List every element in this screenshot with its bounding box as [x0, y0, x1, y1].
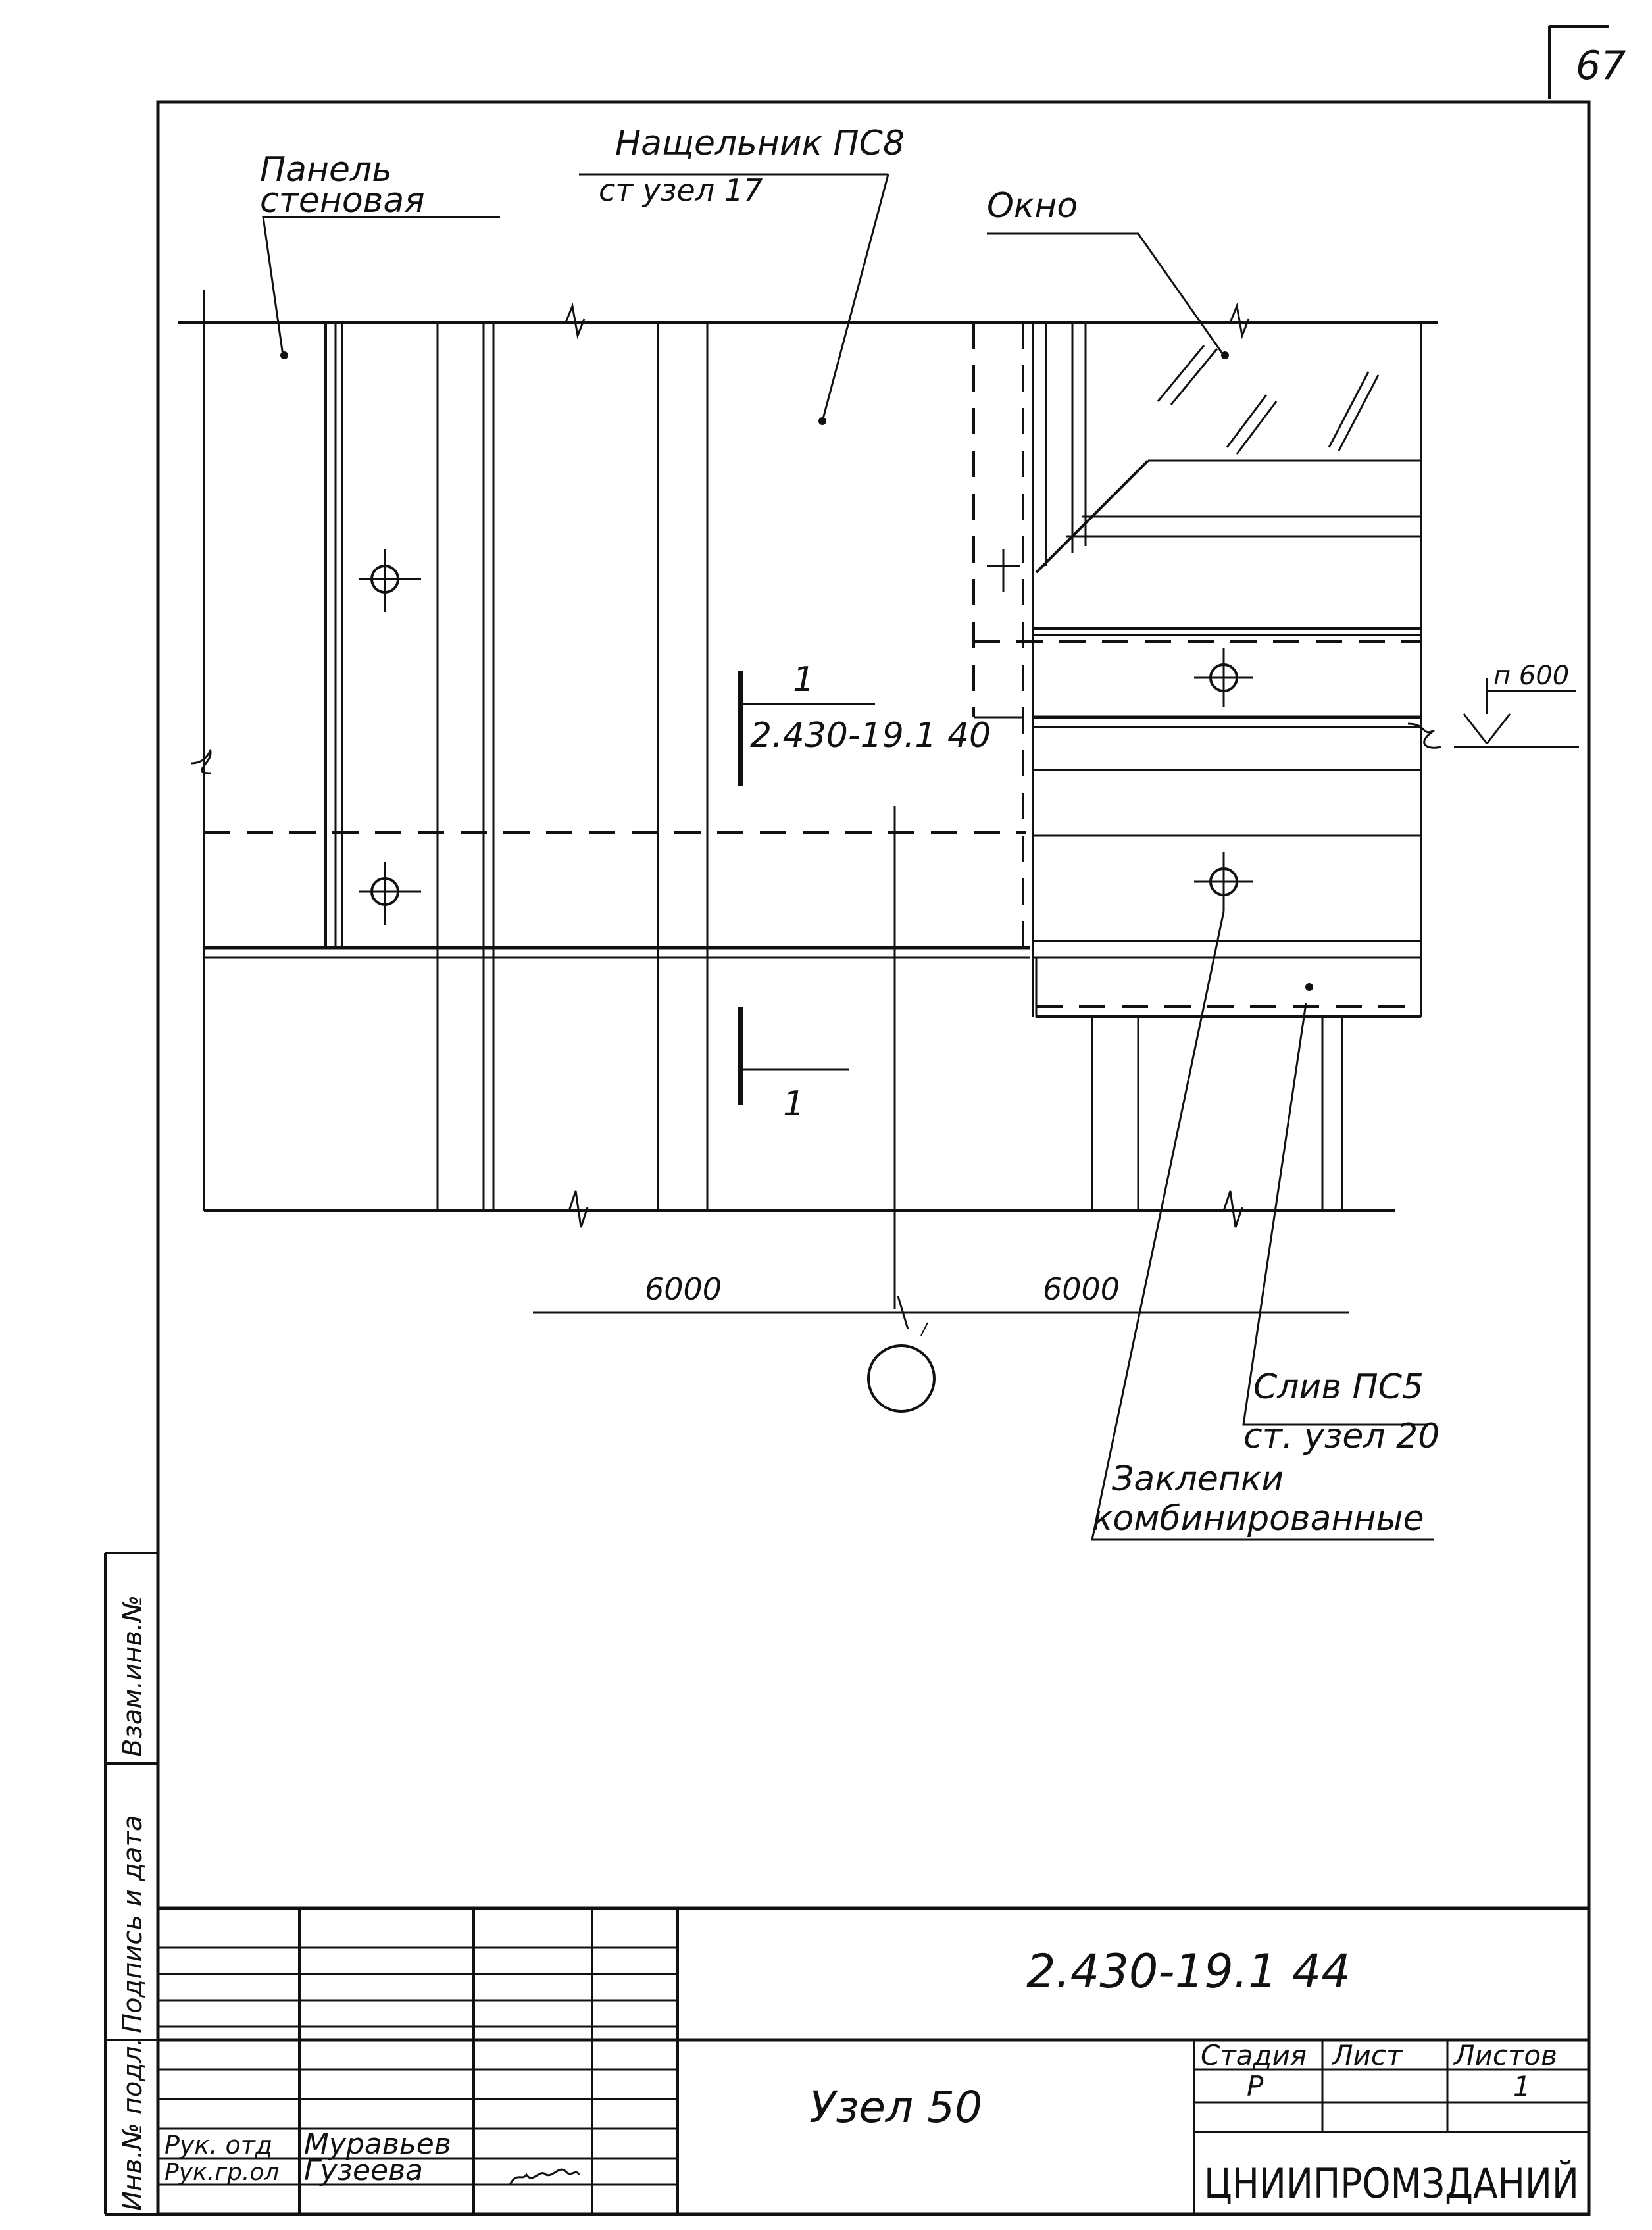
label-panel-2: стеновая	[260, 181, 424, 220]
label-window: Окно	[987, 186, 1078, 226]
label-level: п 600	[1493, 661, 1569, 691]
name-2: Гузеева	[304, 2154, 423, 2187]
org-name: ЦНИИПРОМЗДАНИЙ	[1204, 2160, 1579, 2208]
main-frame	[156, 100, 1591, 2216]
rivet-right-bottom	[1194, 852, 1253, 911]
section-mark-top: 1	[793, 660, 814, 699]
stage-value: Р	[1247, 2070, 1264, 2102]
node-title: Узел 50	[809, 2082, 982, 2133]
sheets-value: 1	[1513, 2070, 1531, 2102]
rivet-left-top	[359, 549, 421, 612]
role-2: Рук.гр.ол	[164, 2159, 279, 2186]
side-stamp-vzam: Взам.инв.№	[118, 1595, 148, 1757]
drawing-labels: Панель стеновая Нащельник ПС8 ст узел 17…	[260, 124, 1569, 1538]
side-stamp: Взам.инв.№ Подпись и дата Инв.№ подл.	[104, 1552, 158, 2216]
label-sliv-2: ст. узел 20	[1243, 1417, 1439, 1456]
label-nashchelnik-1: Нащельник ПС8	[615, 124, 905, 163]
role-1: Рук. отд	[164, 2131, 272, 2160]
side-stamp-inv: Инв.№ подл.	[118, 2038, 148, 2211]
label-sliv-1: Слив ПС5	[1253, 1367, 1424, 1407]
dim-left: 6000	[645, 1271, 722, 1307]
section-ref: 2.430-19.1 40	[750, 716, 991, 755]
signature	[509, 2168, 580, 2185]
side-stamp-podpis: Подпись и дата	[118, 1815, 148, 2033]
title-block-text: 2.430-19.1 44 Узел 50 Стадия Лист Листов…	[164, 1944, 1579, 2208]
title-block	[158, 1906, 1589, 2214]
section-mark-bottom: 1	[783, 1084, 805, 1124]
rivet-right-top	[1194, 648, 1253, 707]
label-nashchelnik-2: ст узел 17	[599, 172, 763, 208]
header-sheet: Лист	[1331, 2039, 1403, 2071]
label-rivets-2: комбинированные	[1092, 1499, 1424, 1538]
header-sheets: Листов	[1453, 2039, 1557, 2071]
header-stage: Стадия	[1201, 2039, 1307, 2071]
doc-code: 2.430-19.1 44	[1026, 1944, 1351, 1998]
label-rivets-1: Заклепки	[1112, 1459, 1284, 1499]
label-panel-1: Панель	[260, 150, 392, 190]
axis-bubble	[867, 1344, 936, 1413]
sheet-number-box: 67	[1548, 25, 1626, 99]
name-1: Муравьев	[304, 2127, 451, 2161]
sheet-number: 67	[1576, 43, 1626, 89]
node-drawing	[178, 173, 1579, 1541]
dim-right: 6000	[1043, 1271, 1120, 1307]
rivet-left-bottom	[359, 862, 421, 925]
